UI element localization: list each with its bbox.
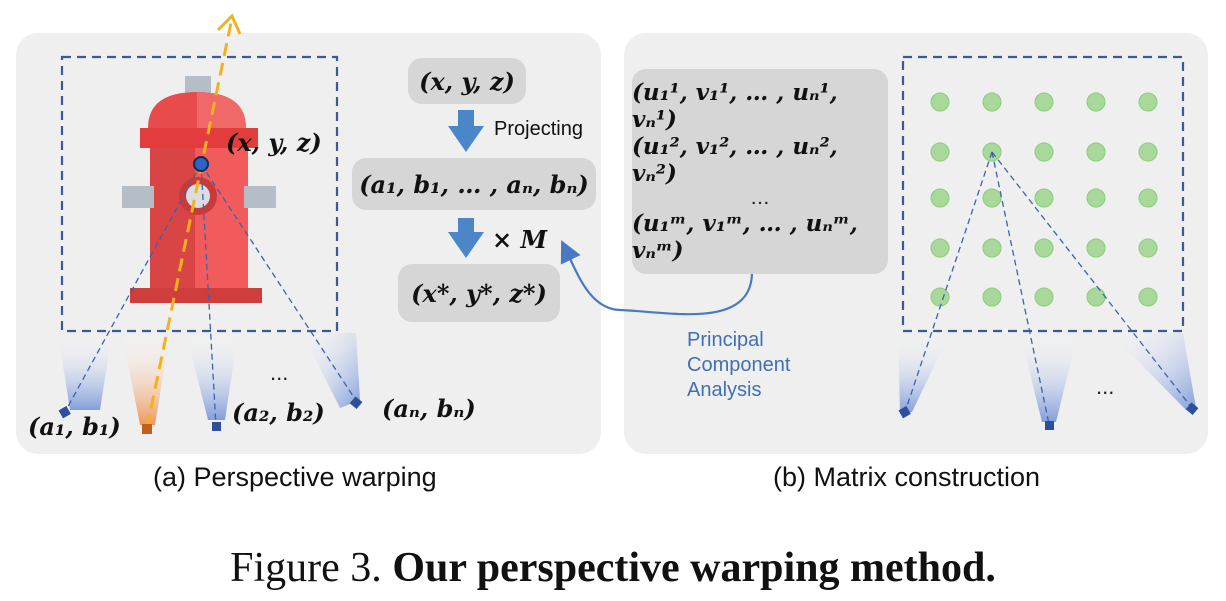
output-point-box: (x*, y*, z*) <box>398 264 560 322</box>
point-3d-marker <box>193 156 209 172</box>
grid-point-24 <box>1138 287 1158 307</box>
camera-ref-cone <box>122 333 170 425</box>
camera-2-label: (a₂, b₂) <box>232 398 325 427</box>
matrix-row-2: (u₁², v₁², … , uₙ², vₙ²) <box>632 133 838 187</box>
grid-point-2 <box>1034 92 1054 112</box>
matrix-row-ellipsis: … <box>750 187 770 209</box>
grid-point-21 <box>982 287 1002 307</box>
view-frame <box>60 55 339 333</box>
point-3d-label: (x, y, z) <box>226 128 322 157</box>
grid-point-16 <box>982 238 1002 258</box>
pca-curve-arrow <box>560 240 754 316</box>
grid-point-20 <box>930 287 950 307</box>
grid-point-4 <box>1138 92 1158 112</box>
grid-point-0 <box>930 92 950 112</box>
projecting-arrow-icon <box>448 110 484 152</box>
fire-hydrant-illustration <box>122 76 276 303</box>
camera-ref-icon <box>142 424 152 434</box>
grid-point-9 <box>1138 142 1158 162</box>
grid-point-13 <box>1086 188 1106 208</box>
grid-point-17 <box>1034 238 1054 258</box>
grid-point-11 <box>982 188 1002 208</box>
matrix-row-1: (u₁¹, v₁¹, … , uₙ¹, vₙ¹) <box>632 79 838 133</box>
projection-lines <box>64 163 358 427</box>
camera-2-cone <box>186 333 238 420</box>
caption-b: (b) Matrix construction <box>773 462 1041 492</box>
grid-point-15 <box>930 238 950 258</box>
camera-1-label: (a₁, b₁) <box>28 412 121 441</box>
camera-1-icon <box>58 406 71 419</box>
grid-point-8 <box>1086 142 1106 162</box>
camera-n-label: (aₙ, bₙ) <box>382 394 476 423</box>
grid-point-10 <box>930 188 950 208</box>
camera-1-cone <box>58 333 112 410</box>
grid-point-7 <box>1034 142 1054 162</box>
pca-line-1: Principal <box>687 329 764 351</box>
grid-point-1 <box>982 92 1002 112</box>
sample-point-grid <box>930 92 1158 307</box>
camera-n-cone <box>302 333 360 408</box>
pca-line-3: Analysis <box>687 379 762 401</box>
camera-2-icon <box>212 422 221 431</box>
grid-point-23 <box>1086 287 1106 307</box>
viewing-ray <box>145 17 234 429</box>
multiply-arrow-icon <box>448 218 484 258</box>
figure-caption-title: Our perspective warping method. <box>392 545 996 591</box>
sample-matrix-box: (u₁¹, v₁¹, … , uₙ¹, vₙ¹) (u₁², v₁², … , … <box>632 69 888 274</box>
figure-caption: Figure 3. Our perspective warping method… <box>0 544 1226 592</box>
grid-point-19 <box>1138 238 1158 258</box>
grid-cameras-ellipsis: ... <box>1096 374 1115 399</box>
grid-point-3 <box>1086 92 1106 112</box>
input-point-box: (x, y, z) <box>408 58 526 104</box>
grid-camera-1-icon <box>898 406 911 419</box>
pca-label: Principal Component Analysis <box>687 328 790 403</box>
projected-coords-box: (a₁, b₁, … , aₙ, bₙ) <box>352 158 596 210</box>
grid-camera-1-cone <box>898 333 950 414</box>
grid-camera-2-cone <box>1020 333 1078 422</box>
grid-camera-3-icon <box>1185 402 1199 416</box>
caption-a: (a) Perspective warping <box>153 462 437 492</box>
figure-caption-prefix: Figure 3. <box>230 545 382 591</box>
camera-n-icon <box>349 396 363 410</box>
grid-camera-2-icon <box>1045 421 1054 430</box>
grid-frame <box>901 55 1185 333</box>
matrix-row-m: (u₁ᵐ, v₁ᵐ, … , uₙᵐ, vₙᵐ) <box>632 210 858 264</box>
ray-arrowhead <box>216 13 242 35</box>
grid-point-18 <box>1086 238 1106 258</box>
grid-point-14 <box>1138 188 1158 208</box>
projecting-label: Projecting <box>494 118 583 140</box>
multiply-matrix-label: × M <box>492 225 548 254</box>
pca-line-2: Component <box>687 354 791 376</box>
grid-point-12 <box>1034 188 1054 208</box>
cameras-ellipsis: ... <box>270 360 289 385</box>
grid-camera-3-cone <box>1110 333 1196 410</box>
grid-point-22 <box>1034 287 1054 307</box>
grid-point-5 <box>930 142 950 162</box>
grid-projection-lines <box>904 151 1193 425</box>
